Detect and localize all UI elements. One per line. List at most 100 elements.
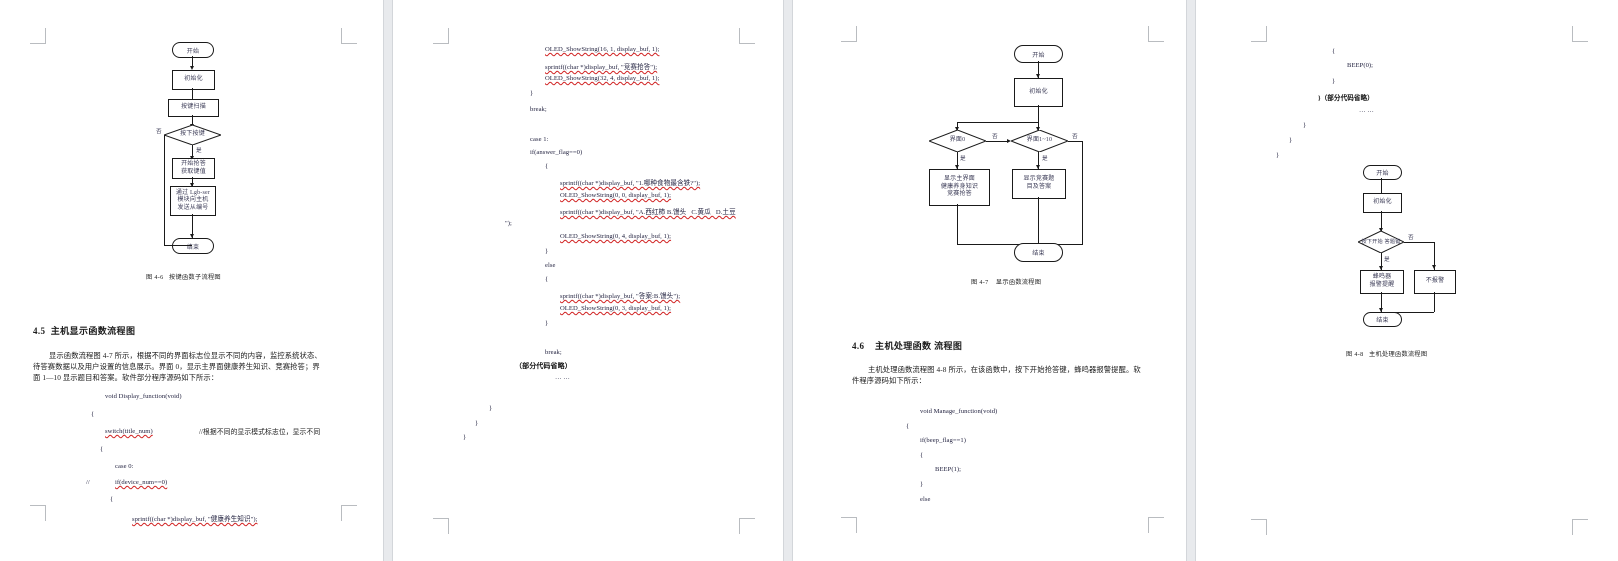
code-line: }	[545, 320, 549, 327]
code-line: sprintf((char *)display_buf, "答案:B.馒头");	[560, 293, 681, 300]
flow-arrow	[189, 234, 194, 238]
code-line: case 1:	[530, 136, 549, 143]
flow-node-send-id: 通过 Lgb-ser 模块向主机 发送从编号	[170, 186, 216, 216]
code-line: void Manage_function(void)	[920, 408, 998, 415]
flow-node-label: 蜂鸣器 报警提醒	[1369, 274, 1395, 288]
flow-arrow	[189, 66, 194, 70]
flow-edge	[986, 141, 1009, 142]
paragraph-line: 显示函数流程图 4-7 所示，根据不同的界面标志位显示不同的内容，监控系统状态、	[49, 351, 322, 360]
code-line: else	[545, 262, 556, 269]
flow-edge	[192, 56, 193, 68]
flow-node-label: 显示竞赛题 目及答案	[1023, 176, 1055, 190]
flow-edge	[1434, 292, 1435, 312]
flow-edge	[957, 244, 1038, 245]
flow-edge	[1038, 244, 1083, 245]
code-line: sprintf((char *)display_buf, "A.西红柿 B.馒头…	[560, 209, 736, 216]
crop-mark-top-left	[30, 28, 46, 44]
diamond-icon	[1011, 130, 1068, 152]
flow-edge	[1381, 178, 1382, 193]
code-line: {	[1332, 48, 1336, 55]
flow-edge	[1381, 211, 1382, 232]
figure-caption: 图 4-6 按键函数子流程图	[146, 274, 221, 281]
flow-node-label: 按下按键	[180, 131, 205, 138]
code-line: }	[920, 481, 924, 488]
flow-edge	[1082, 141, 1083, 244]
flow-node-decision-screen0: 界面0	[929, 130, 986, 152]
flow-edge	[1038, 61, 1039, 78]
figure-caption: 图 4-8 主机处理函数流程图	[1346, 351, 1428, 358]
code-line: switch(title_num)	[105, 428, 153, 435]
code-comment: //根据不同的显示模式标志位，显示不同	[199, 429, 321, 436]
flow-node-init: 初始化	[1014, 78, 1063, 107]
flow-arrow	[1378, 308, 1383, 312]
crop-mark-top-right	[739, 28, 755, 44]
flow-label-no: 否	[1408, 235, 1414, 241]
code-line: if(beep_flag==1)	[920, 437, 966, 444]
code-line: sprintf((char *)display_buf, "健康养生知识");	[132, 516, 258, 523]
crop-mark-bottom-left	[433, 518, 449, 534]
code-line: {	[920, 452, 924, 459]
flow-edge	[957, 122, 1039, 123]
code-line: {	[545, 276, 549, 283]
flow-label-yes-left: 是	[960, 156, 966, 162]
diamond-icon	[1358, 231, 1404, 253]
flow-arrow	[1035, 127, 1040, 131]
code-line: ");	[505, 220, 512, 227]
flow-label-no-right: 否	[1072, 134, 1078, 140]
document-page-4[interactable]: { BEEP(0); } }（部分代码省略） …… } } } 开始 初始化 按…	[1196, 0, 1618, 561]
code-line: {	[100, 446, 104, 453]
section-heading: 4.5 主机显示函数流程图	[33, 326, 136, 336]
code-line: {	[545, 163, 549, 170]
flow-arrow	[1007, 138, 1011, 143]
flow-node-label: 显示主界面 健康养身知识 竞赛抢答	[940, 176, 979, 198]
code-line: break;	[545, 349, 562, 356]
flow-edge	[1038, 197, 1039, 250]
code-line: OLED_ShowString(0, 3, display_buf, 1);	[560, 305, 672, 312]
flow-node-end: 结束	[1014, 243, 1063, 262]
crop-mark-bottom-right	[1148, 517, 1164, 533]
code-line: {	[91, 411, 95, 418]
flow-edge	[192, 214, 193, 238]
crop-mark-top-right	[1572, 26, 1588, 42]
flow-node-end: 结束	[172, 238, 214, 254]
code-comment-marker: //	[86, 479, 90, 486]
flow-edge	[1038, 152, 1039, 169]
code-line: }	[489, 405, 493, 412]
paragraph-line: 面 1—10 显示题目和答案。软件部分程序源码如下所示：	[33, 373, 219, 382]
flow-arrow	[954, 127, 959, 131]
flow-node-no-alert: 不报警	[1414, 270, 1456, 294]
document-page-2[interactable]: OLED_ShowString(16, 1, display_buf, 1); …	[393, 0, 783, 561]
flow-node-start-answer: 开始抢答 获取键值	[172, 158, 215, 179]
code-line: OLED_ShowString(32, 4, display_buf, 1);	[545, 75, 660, 82]
flow-node-show-question: 显示竞赛题 目及答案	[1012, 169, 1066, 199]
flow-node-label: 开始抢答 获取键值	[181, 160, 206, 175]
code-line: BEEP(0);	[1347, 62, 1374, 69]
document-page-1[interactable]: 开始 初始化 按键扫描 按下按键 否 是 开始抢答 获取键值 通过 Lgb-se…	[0, 0, 383, 561]
code-line: }	[1332, 78, 1336, 85]
flow-label-yes: 是	[1384, 257, 1390, 263]
flow-edge-loop	[164, 135, 165, 245]
code-ellipsis: ……	[555, 374, 572, 381]
crop-mark-bottom-right	[739, 518, 755, 534]
crop-mark-bottom-right	[1572, 519, 1588, 535]
crop-mark-top-right	[341, 28, 357, 44]
document-page-3[interactable]: 开始 初始化 界面0 界面1~10	[793, 0, 1186, 561]
flow-edge	[1038, 122, 1039, 131]
flow-node-init: 初始化	[172, 70, 215, 90]
code-line: }	[530, 90, 534, 97]
flow-node-decision-keypressed: 按下按键	[164, 125, 221, 145]
flow-arrow	[189, 183, 194, 187]
code-line: }	[545, 248, 549, 255]
paragraph-line: 待答赛数据以及用户设置的信息展示。界面 0，显示主界面健康养生知识、竞赛抢答；界	[33, 362, 320, 371]
code-line: }	[475, 420, 479, 427]
flow-edge-loop	[164, 245, 192, 246]
flow-edge	[192, 115, 193, 126]
crop-mark-bottom-left	[841, 517, 857, 533]
flow-arrow	[1431, 265, 1436, 269]
flow-arrow	[1378, 228, 1383, 232]
code-line: BEEP(1);	[935, 466, 962, 473]
flow-edge	[1404, 242, 1434, 243]
code-line: {	[906, 423, 910, 430]
section-heading: 4.6 主机处理函数 流程图	[852, 341, 963, 351]
